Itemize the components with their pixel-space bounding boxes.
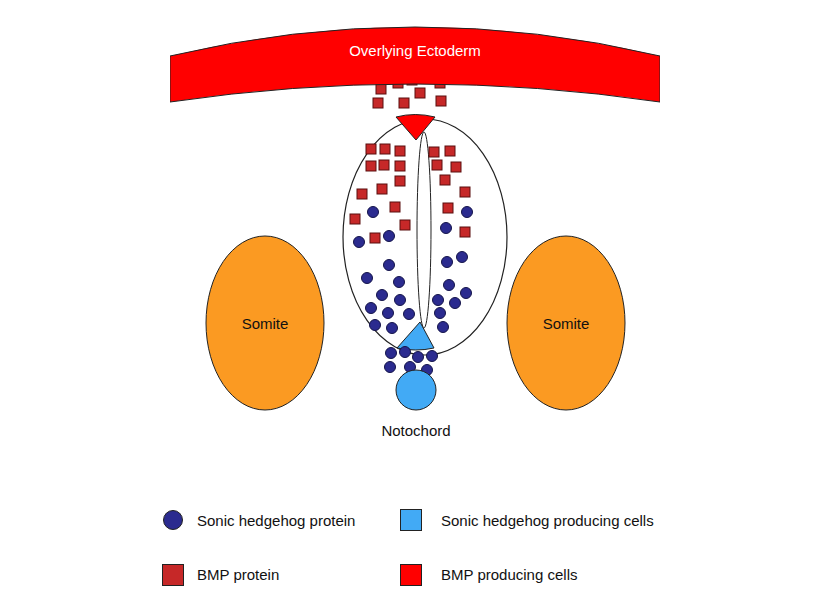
shh-marker: [362, 273, 373, 284]
bmp-marker: [379, 160, 389, 170]
shh-marker: [400, 347, 411, 358]
shh-marker: [438, 322, 449, 333]
shh-marker: [457, 252, 468, 263]
shh-marker: [394, 277, 405, 288]
shh-marker: [354, 237, 365, 248]
shh-marker: [433, 295, 444, 306]
shh-marker: [450, 298, 461, 309]
node-label: Somite: [242, 315, 289, 332]
node-label: Notochord: [381, 422, 450, 439]
legend-text: BMP producing cells: [441, 566, 577, 583]
shh-marker: [395, 295, 406, 306]
bmp-marker: [429, 147, 439, 157]
bmp-marker: [440, 175, 450, 185]
bmp-marker: [395, 176, 405, 186]
bmp-marker: [373, 98, 383, 108]
bmp-marker: [445, 146, 455, 156]
shh-marker: [442, 257, 453, 268]
shh-marker: [461, 288, 472, 299]
legend-swatch: [400, 564, 422, 586]
shh-marker: [427, 351, 438, 362]
bmp-marker: [460, 227, 470, 237]
bmp-marker: [415, 88, 425, 98]
shh-marker: [368, 207, 379, 218]
notochord: Notochord: [366, 368, 466, 442]
shh-marker: [386, 348, 397, 359]
bmp-marker: [432, 160, 442, 170]
legend-text: Sonic hedgehog protein: [197, 512, 355, 529]
shh-marker: [366, 303, 377, 314]
bmp-marker: [366, 161, 376, 171]
bmp-marker: [370, 233, 380, 243]
bmp-marker: [366, 144, 376, 154]
shh-marker: [404, 309, 415, 320]
bmp-marker: [350, 214, 360, 224]
shh-marker: [413, 352, 424, 363]
legend-swatch: [162, 564, 184, 586]
shh-marker: [441, 223, 452, 234]
shh-marker: [385, 362, 396, 373]
bmp-marker: [451, 162, 461, 172]
bmp-marker: [443, 203, 453, 213]
shh-marker: [383, 308, 394, 319]
bmp-marker: [377, 184, 387, 194]
bmp-marker: [400, 220, 410, 230]
legend-text: BMP protein: [197, 566, 279, 583]
legend-text: Sonic hedgehog producing cells: [441, 512, 654, 529]
bmp-marker: [395, 146, 405, 156]
shh-marker: [462, 207, 473, 218]
shh-marker: [384, 260, 395, 271]
bmp-marker: [436, 96, 446, 106]
legend-swatch: [400, 509, 422, 531]
shh-marker: [387, 323, 398, 334]
bmp-marker: [399, 98, 409, 108]
somite: Somite: [506, 235, 626, 411]
legend-swatch: [163, 510, 183, 530]
bmp-marker: [395, 161, 405, 171]
bmp-marker: [390, 202, 400, 212]
shh-marker: [435, 308, 446, 319]
bmp-marker: [357, 189, 367, 199]
bmp-marker: [460, 187, 470, 197]
shh-marker: [444, 280, 455, 291]
somite: Somite: [205, 235, 325, 411]
node-label: Overlying Ectoderm: [349, 42, 481, 59]
shh-marker: [384, 231, 395, 242]
shh-marker: [370, 320, 381, 331]
shh-marker: [377, 290, 388, 301]
bmp-marker: [376, 84, 386, 94]
bmp-marker: [380, 144, 390, 154]
node-label: Somite: [543, 315, 590, 332]
ectoderm-band: Overlying Ectoderm: [170, 8, 660, 104]
